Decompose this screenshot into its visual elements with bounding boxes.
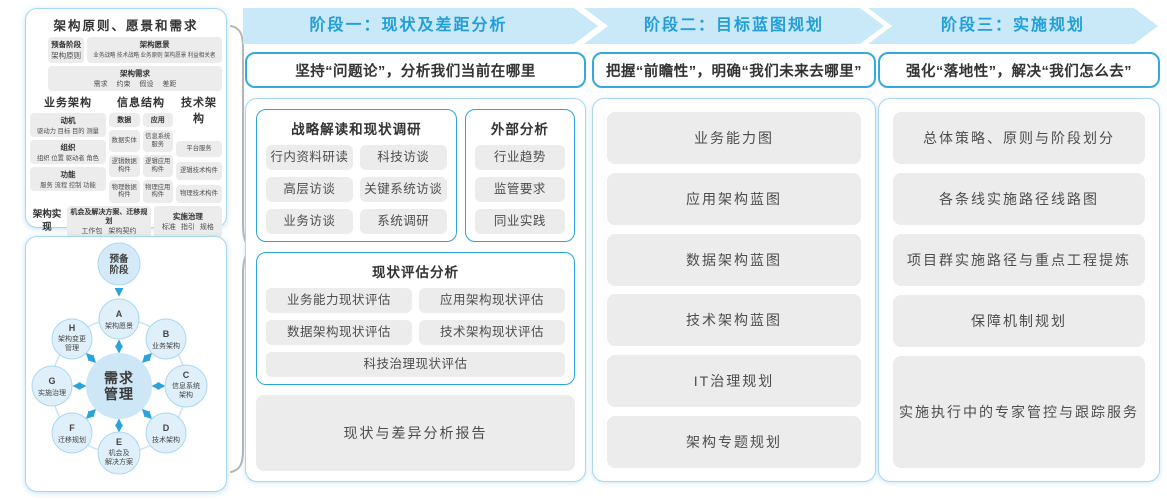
list-item: 行内资料研读: [266, 145, 353, 170]
list-item: 高层访谈: [266, 177, 353, 202]
svg-text:B: B: [163, 329, 170, 339]
adm-node-a: A 架构愿景: [98, 298, 140, 340]
adm-node-g: G 实施治理: [31, 365, 73, 407]
list-item: 科技治理现状评估: [266, 352, 565, 377]
phase3-item: 各条线实施路径线路图: [893, 173, 1145, 225]
architecture-vision-box: 架构愿景 业务战略 技术战略 业务原则 架构愿景 利益相关者: [87, 37, 222, 63]
phase2-item: 技术架构蓝图: [607, 294, 861, 347]
external-analysis-group: 外部分析 行业趋势 监管要求 同业实践: [464, 109, 575, 242]
phase2-content: 业务能力图 应用架构蓝图 数据架构蓝图 技术架构蓝图 IT治理规划 架构专题规划: [592, 98, 876, 482]
list-item: 同业实践: [474, 209, 565, 234]
phase2-header-band: 阶段二：目标蓝图规划: [584, 8, 884, 44]
business-architecture-column: 业务架构 动机 驱动力 目标 目的 测量 组织 组织 位置 驱动者 角色 功能 …: [30, 94, 106, 203]
adm-node-e: E 机会及 解决方案: [97, 431, 141, 475]
phase2-item: 应用架构蓝图: [607, 172, 861, 225]
prep-phase-box: 预备阶段 架构原则: [48, 37, 85, 63]
svg-text:A: A: [116, 309, 123, 319]
svg-text:H: H: [69, 323, 76, 333]
svg-text:E: E: [116, 437, 122, 447]
svg-text:迁移规划: 迁移规划: [58, 435, 86, 444]
svg-text:实施治理: 实施治理: [38, 388, 66, 397]
phase2-item: IT治理规划: [607, 355, 861, 408]
phase2-item: 架构专题规划: [607, 415, 861, 468]
phase2-item: 数据架构蓝图: [607, 233, 861, 286]
implementation-governance-box: 实施治理 标准 指引 规格: [153, 205, 222, 238]
phase3-content: 总体策略、原则与阶段划分 各条线实施路径线路图 项目群实施路径与重点工程提炼 保…: [878, 98, 1160, 482]
current-assessment-group: 现状评估分析 业务能力现状评估 应用架构现状评估 数据架构现状评估 技术架构现状…: [256, 252, 575, 385]
opportunities-migration-box: 机会及解决方案、迁移规划 工作包 架构契约: [67, 205, 151, 238]
list-item: 行业趋势: [474, 145, 565, 170]
architecture-realization-row: 架构实现 机会及解决方案、迁移规划 工作包 架构契约 实施治理 标准 指引 规格: [30, 205, 222, 238]
svg-text:架构变更: 架构变更: [58, 334, 86, 343]
svg-text:G: G: [48, 376, 55, 386]
requirements-management-center: [86, 353, 152, 419]
phase3-item: 项目群实施路径与重点工程提炼: [893, 234, 1145, 286]
panel-title: 架构原则、愿景和需求: [53, 19, 199, 33]
strategy-research-group: 战略解读和现状调研 行内资料研读 科技访谈 高层访谈 关键系统访谈 业务访谈 系…: [256, 109, 457, 242]
svg-text:需求: 需求: [104, 370, 134, 386]
svg-text:预备: 预备: [109, 253, 129, 265]
svg-text:F: F: [69, 423, 75, 433]
function-box: 功能 服务 流程 控制 功能: [30, 167, 106, 191]
list-item: 应用架构现状评估: [419, 288, 565, 313]
gap-analysis-report-box: 现状与差异分析报告: [256, 395, 575, 471]
phase1-content: 战略解读和现状调研 行内资料研读 科技访谈 高层访谈 关键系统访谈 业务访谈 系…: [245, 98, 586, 482]
prep-phase-label: 预备阶段: [51, 40, 82, 49]
svg-text:架构愿景: 架构愿景: [105, 321, 133, 330]
list-item: 监管要求: [474, 177, 565, 202]
architecture-principle-label: 架构原则: [51, 51, 82, 60]
principles-row: 预备阶段 架构原则 架构愿景 业务战略 技术战略 业务原则 架构愿景 利益相关者: [48, 37, 222, 63]
svg-text:解决方案: 解决方案: [105, 457, 133, 466]
adm-cycle-panel: 预备 阶段 需求 管理 A 架构愿景: [25, 236, 227, 492]
list-item: 技术架构现状评估: [419, 320, 565, 345]
information-structure-column: 信息结构 数据 数据实体 逻辑数据构件 物理数据构件 应用 信息系统服务 逻辑应…: [109, 94, 173, 203]
svg-text:机会及: 机会及: [109, 448, 130, 457]
adm-node-h: H 架构变更 管理: [51, 318, 93, 360]
svg-text:业务架构: 业务架构: [152, 341, 180, 350]
architecture-principles-panel: 架构原则、愿景和需求 预备阶段 架构原则 架构愿景 业务战略 技术战略 业务原则…: [25, 8, 227, 238]
svg-text:D: D: [163, 423, 170, 433]
adm-node-d: D 技术架构: [145, 412, 187, 454]
phase1-header-band: 阶段一：现状及差距分析: [243, 8, 598, 44]
phase3-header-band: 阶段三：实施规划: [868, 8, 1158, 44]
adm-node-f: F 迁移规划: [51, 412, 93, 454]
svg-text:信息系统: 信息系统: [172, 381, 200, 390]
adm-node-c: C 信息系统 架构: [164, 364, 208, 408]
application-subcolumn: 应用 信息系统服务 逻辑应用构件 物理应用构件: [142, 113, 173, 203]
phase3-item: 实施执行中的专家管控与跟踪服务: [893, 356, 1145, 468]
svg-text:架构: 架构: [179, 390, 193, 399]
data-subcolumn: 数据 数据实体 逻辑数据构件 物理数据构件: [109, 113, 140, 203]
phase3-subtitle: 强化“落地性”，解决“我们怎么去”: [878, 52, 1160, 88]
architecture-domains-row: 业务架构 动机 驱动力 目标 目的 测量 组织 组织 位置 驱动者 角色 功能 …: [30, 94, 222, 203]
adm-cycle-diagram: 预备 阶段 需求 管理 A 架构愿景: [31, 242, 208, 475]
list-item: 数据架构现状评估: [266, 320, 412, 345]
svg-text:管理: 管理: [65, 343, 79, 352]
phase2-subtitle: 把握“前瞻性”，明确“我们未来去哪里”: [592, 52, 876, 88]
list-item: 业务能力现状评估: [266, 288, 412, 313]
svg-text:C: C: [183, 370, 190, 380]
architecture-requirements-box: 架构需求 需求 约束 假设 差距: [48, 66, 222, 91]
phase2-item: 业务能力图: [607, 112, 861, 164]
list-item: 系统调研: [359, 209, 447, 234]
list-item: 科技访谈: [359, 145, 447, 170]
prep-phase-node: [97, 242, 141, 286]
adm-node-b: B 业务架构: [145, 318, 187, 360]
phase1-subtitle: 坚持“问题论”，分析我们当前在哪里: [245, 52, 586, 88]
phase3-item: 总体策略、原则与阶段划分: [893, 112, 1145, 164]
motivation-box: 动机 驱动力 目标 目的 测量: [30, 113, 106, 137]
organization-box: 组织 组织 位置 驱动者 角色: [30, 140, 106, 164]
double-arrow-icons: [72, 339, 166, 433]
phase3-item: 保障机制规划: [893, 295, 1145, 347]
technology-architecture-column: 技术架构 平台服务 逻辑技术构件 物理技术构件: [176, 94, 222, 203]
list-item: 关键系统访谈: [359, 177, 447, 202]
list-item: 业务访谈: [266, 209, 353, 234]
svg-text:管理: 管理: [104, 386, 134, 402]
svg-text:阶段: 阶段: [109, 264, 129, 276]
svg-text:技术架构: 技术架构: [152, 435, 180, 444]
